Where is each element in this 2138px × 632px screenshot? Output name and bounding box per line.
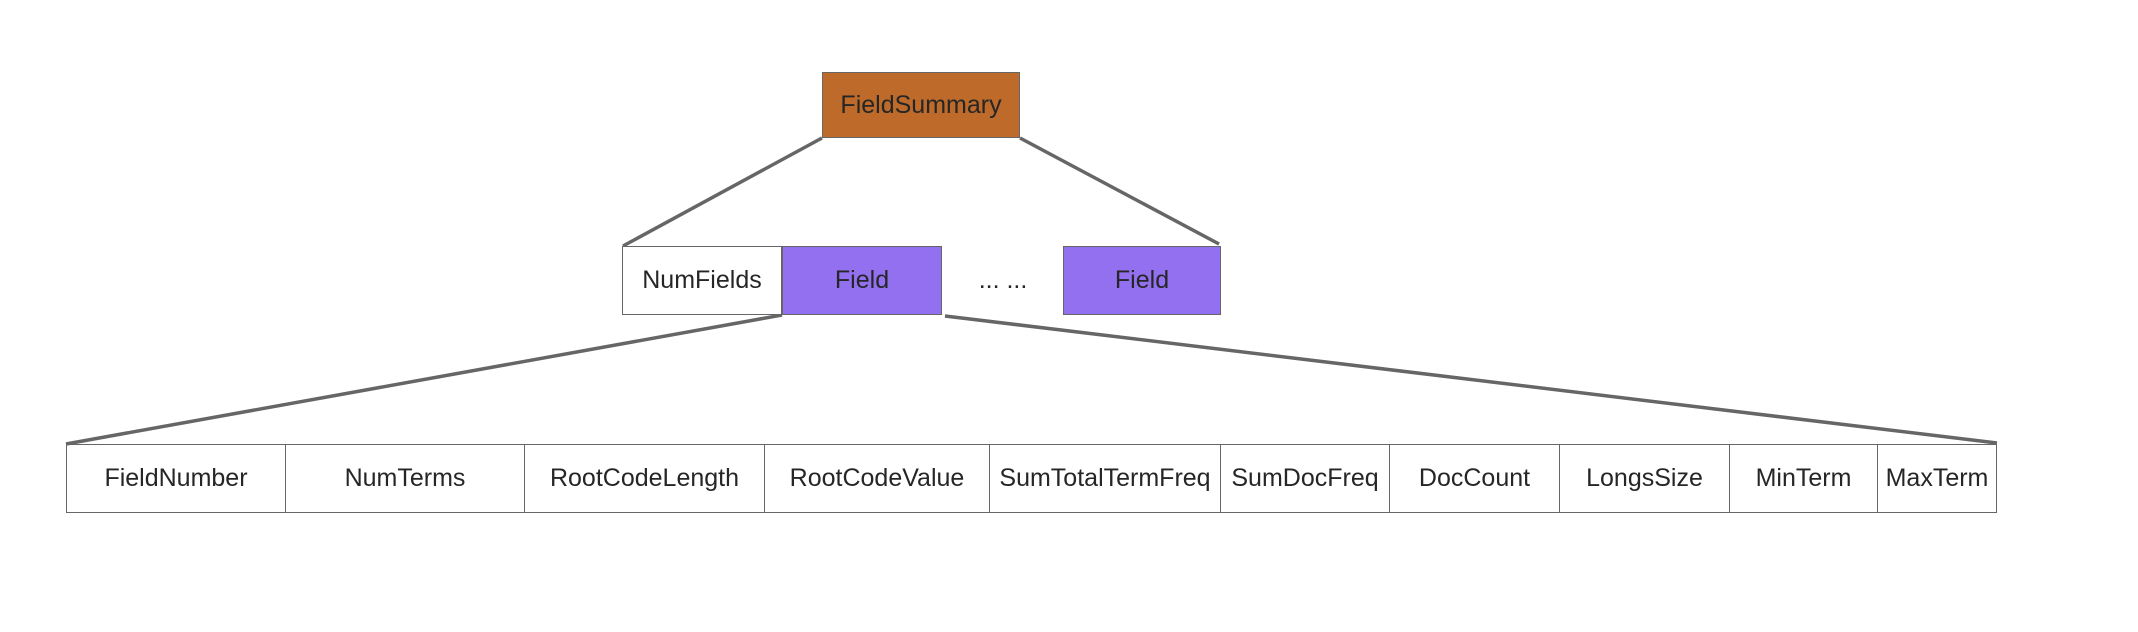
root-code-value-cell: RootCodeValue <box>764 444 990 513</box>
num-fields-label: NumFields <box>642 266 762 294</box>
field-box: Field <box>782 246 942 315</box>
sum-doc-freq-label: SumDocFreq <box>1231 464 1379 492</box>
field-number-label: FieldNumber <box>104 464 248 492</box>
connector-field-left <box>65 313 783 446</box>
field-label: Field <box>834 266 890 294</box>
ellipsis-text: ... ... <box>978 266 1028 294</box>
max-term-cell: MaxTerm <box>1877 444 1997 513</box>
min-term-cell: MinTerm <box>1729 444 1878 513</box>
doc-count-label: DocCount <box>1418 464 1531 492</box>
connector-field-right <box>944 314 1998 445</box>
num-terms-label: NumTerms <box>344 464 466 492</box>
num-terms-cell: NumTerms <box>285 444 525 513</box>
root-code-length-label: RootCodeLength <box>549 464 740 492</box>
sum-doc-freq-cell: SumDocFreq <box>1220 444 1390 513</box>
field-number-cell: FieldNumber <box>66 444 286 513</box>
field-box-last: Field <box>1063 246 1221 315</box>
root-code-value-label: RootCodeValue <box>789 464 965 492</box>
longs-size-label: LongsSize <box>1586 464 1703 492</box>
min-term-label: MinTerm <box>1755 464 1852 492</box>
root-code-length-cell: RootCodeLength <box>524 444 765 513</box>
field-summary-box: FieldSummary <box>822 72 1020 138</box>
longs-size-cell: LongsSize <box>1559 444 1730 513</box>
num-fields-box: NumFields <box>622 246 782 315</box>
sum-total-term-freq-label: SumTotalTermFreq <box>999 464 1211 492</box>
doc-count-cell: DocCount <box>1389 444 1560 513</box>
sum-total-term-freq-cell: SumTotalTermFreq <box>989 444 1221 513</box>
connector-root-left <box>622 136 823 248</box>
field-summary-label: FieldSummary <box>840 90 1002 119</box>
field-label-last: Field <box>1114 266 1170 294</box>
max-term-label: MaxTerm <box>1885 464 1989 492</box>
connector-root-right <box>1019 136 1220 246</box>
